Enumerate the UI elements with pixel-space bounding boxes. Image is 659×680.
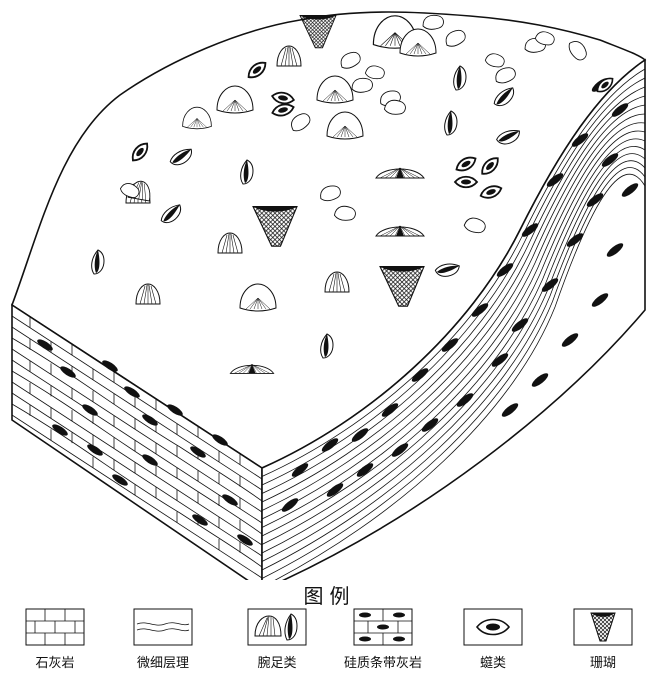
fusulinid-fossil (455, 177, 477, 188)
legend: 石灰岩 微细层理 腕足类 硅质条带灰岩 (0, 608, 659, 680)
bivalve-shell-fossil (352, 78, 373, 92)
legend-title: 图例 (0, 580, 659, 609)
legend-item-coral: 珊瑚 (548, 608, 658, 671)
legend-item-brachiopod: 腕足类 (222, 608, 332, 671)
legend-item-lamination: 微细层理 (108, 608, 218, 671)
coral-icon (573, 608, 633, 646)
legend-item-limestone: 石灰岩 (0, 608, 110, 671)
legend-label-coral: 珊瑚 (548, 652, 658, 671)
legend-label-limestone: 石灰岩 (0, 652, 110, 671)
legend-label-fusulinid: 䗴类 (438, 652, 548, 671)
limestone-brick-icon (25, 608, 85, 646)
fusulinid-icon (463, 608, 523, 646)
brachiopod-icon (247, 608, 307, 646)
siliceous-banded-limestone-icon (353, 608, 413, 646)
legend-label-brachiopod: 腕足类 (222, 652, 332, 671)
legend-label-lamination: 微细层理 (108, 652, 218, 671)
block-diagram (0, 0, 659, 580)
bivalve-shell-fossil (423, 15, 444, 29)
fine-lamination-icon (133, 608, 193, 646)
legend-item-fusulinid: 䗴类 (438, 608, 548, 671)
legend-item-siliceous: 硅质条带灰岩 (328, 608, 438, 671)
legend-label-siliceous: 硅质条带灰岩 (328, 652, 438, 671)
